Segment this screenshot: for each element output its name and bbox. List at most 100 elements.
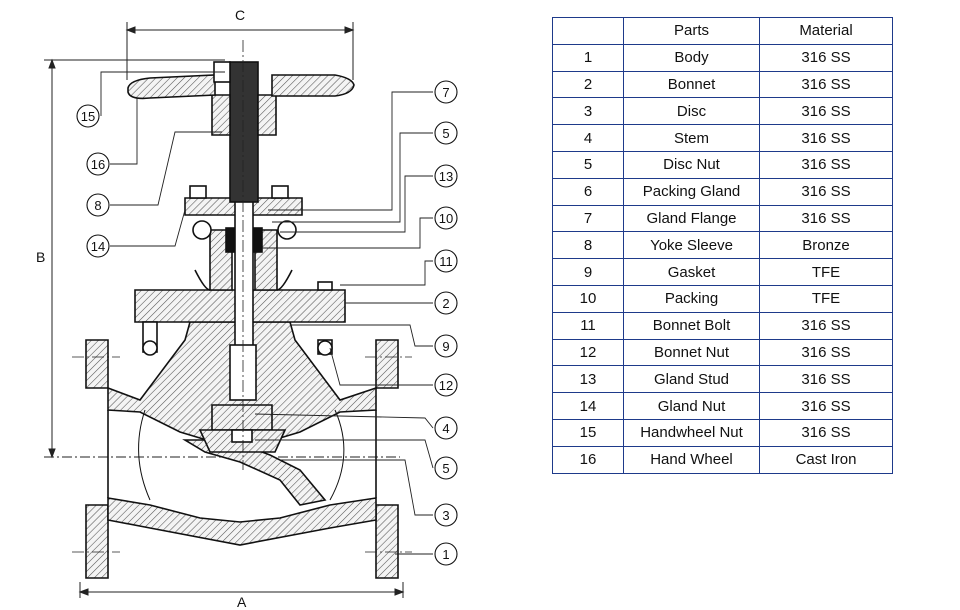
cell-material: 316 SS: [759, 70, 893, 99]
callout-5-lower: 5: [434, 456, 458, 480]
cell-part: Bonnet Bolt: [623, 311, 760, 340]
cell-part: Packing Gland: [623, 177, 760, 206]
cell-part: Disc: [623, 97, 760, 126]
cell-number: 3: [552, 97, 624, 126]
cell-material: Bronze: [759, 231, 893, 260]
cell-part: Gasket: [623, 258, 760, 286]
dimension-a-label: A: [237, 594, 247, 610]
cell-part: Body: [623, 43, 760, 72]
cell-number: 2: [552, 70, 624, 99]
cell-part: Bonnet Nut: [623, 338, 760, 367]
cell-number: 4: [552, 124, 624, 152]
callout-8: 8: [86, 193, 110, 217]
cell-material: TFE: [759, 284, 893, 313]
cell-material: TFE: [759, 258, 893, 286]
svg-text:15: 15: [81, 109, 95, 124]
cell-material: 316 SS: [759, 124, 893, 152]
svg-text:4: 4: [442, 421, 449, 436]
cell-part: Hand Wheel: [623, 445, 760, 474]
callout-11: 11: [434, 249, 458, 273]
callout-9: 9: [434, 334, 458, 358]
dimension-c-label: C: [235, 7, 245, 23]
svg-text:10: 10: [439, 211, 453, 226]
cell-number: 1: [552, 43, 624, 72]
valve-body: [85, 61, 399, 579]
callout-13: 13: [434, 164, 458, 188]
cell-part: Disc Nut: [623, 150, 760, 179]
table-header-row: Parts Material: [552, 17, 893, 45]
svg-text:14: 14: [91, 239, 105, 254]
callout-2: 2: [434, 291, 458, 315]
cell-part: Gland Nut: [623, 392, 760, 420]
callout-3: 3: [434, 503, 458, 527]
svg-text:9: 9: [442, 339, 449, 354]
cell-number: 10: [552, 284, 624, 313]
svg-text:2: 2: [442, 296, 449, 311]
svg-text:3: 3: [442, 508, 449, 523]
callout-10: 10: [434, 206, 458, 230]
cell-number: 8: [552, 231, 624, 260]
dimension-c: [125, 22, 355, 80]
dimension-b: [44, 58, 400, 459]
callout-4: 4: [434, 416, 458, 440]
cell-part: Packing: [623, 284, 760, 313]
cell-material: 316 SS: [759, 177, 893, 206]
cell-material: 316 SS: [759, 418, 893, 447]
callout-16: 16: [86, 152, 110, 176]
center-lines: [72, 40, 412, 553]
cell-material: 316 SS: [759, 204, 893, 233]
cell-material: 316 SS: [759, 365, 893, 394]
cell-number: 9: [552, 258, 624, 286]
leader-lines: [100, 71, 434, 555]
dimension-a: [78, 582, 405, 598]
callout-5-upper: 5: [434, 121, 458, 145]
svg-text:11: 11: [439, 254, 453, 269]
svg-text:13: 13: [439, 169, 453, 184]
cell-material: 316 SS: [759, 392, 893, 420]
cell-material: Cast Iron: [759, 445, 893, 474]
callout-1: 1: [434, 542, 458, 566]
cell-number: 15: [552, 418, 624, 447]
svg-text:16: 16: [91, 157, 105, 172]
cell-material: 316 SS: [759, 43, 893, 72]
cell-number: 7: [552, 204, 624, 233]
cell-material: 316 SS: [759, 311, 893, 340]
header-parts: Parts: [623, 17, 760, 45]
cell-material: 316 SS: [759, 97, 893, 126]
cell-material: 316 SS: [759, 150, 893, 179]
svg-text:5: 5: [442, 461, 449, 476]
header-material: Material: [759, 17, 893, 45]
header-number: [552, 17, 624, 45]
valve-diagram: C B A: [36, 7, 458, 610]
svg-text:7: 7: [442, 85, 449, 100]
cell-part: Gland Stud: [623, 365, 760, 394]
cell-number: 16: [552, 445, 624, 474]
svg-text:12: 12: [439, 378, 453, 393]
cell-part: Bonnet: [623, 70, 760, 99]
cell-material: 316 SS: [759, 338, 893, 367]
cell-number: 5: [552, 150, 624, 179]
callout-15: 15: [76, 104, 100, 128]
cell-number: 11: [552, 311, 624, 340]
cell-number: 13: [552, 365, 624, 394]
cell-part: Stem: [623, 124, 760, 152]
callout-7: 7: [434, 80, 458, 104]
cell-part: Gland Flange: [623, 204, 760, 233]
